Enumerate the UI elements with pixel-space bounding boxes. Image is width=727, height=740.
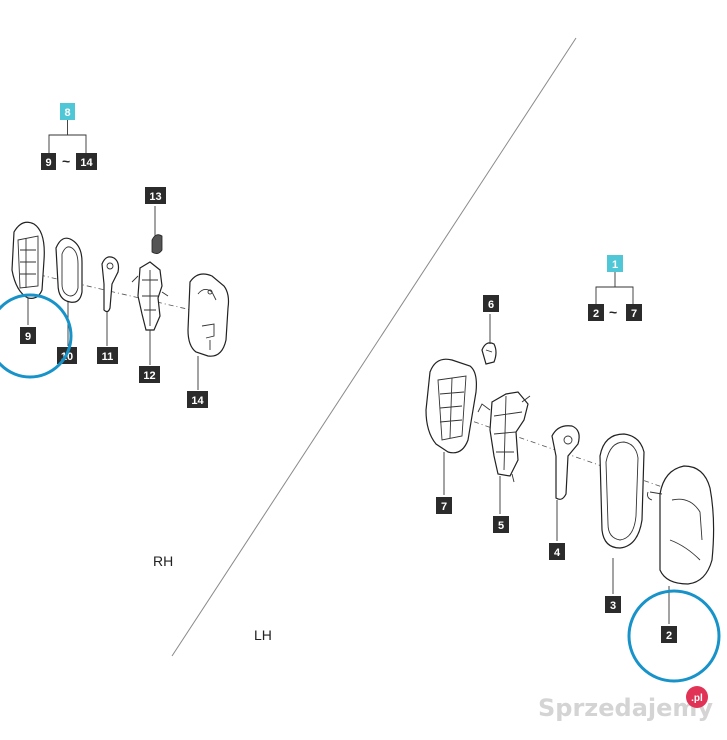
svg-text:12: 12: [143, 370, 155, 382]
highlight-circle-part-2: [627, 589, 721, 683]
part-6-clip: [481, 342, 497, 365]
section-divider-line: [171, 37, 577, 657]
svg-text:9: 9: [25, 331, 31, 343]
svg-text:11: 11: [102, 351, 114, 363]
svg-text:1: 1: [612, 259, 618, 271]
assembly-label-8: 8: [60, 103, 75, 120]
part-label-4: 4: [549, 543, 565, 560]
svg-text:2: 2: [666, 630, 672, 642]
watermark-logo: Sprzedajemy .pl: [538, 686, 713, 722]
part-10-gasket: [55, 237, 83, 303]
part-9-bezel-housing: [11, 221, 45, 299]
svg-text:6: 6: [488, 299, 494, 311]
part-label-12: 12: [139, 366, 160, 383]
svg-text:13: 13: [149, 191, 161, 203]
svg-text:9: 9: [45, 157, 51, 169]
part-2-handle: [647, 465, 715, 585]
assembly-bracket-right: [595, 272, 634, 304]
svg-text:8: 8: [64, 107, 70, 119]
part-label-2: 2: [661, 626, 677, 643]
right-assembly-axis: [439, 409, 701, 501]
part-7-housing: [425, 358, 477, 454]
right-assembly-group: 1 2 ~ 7: [425, 255, 721, 683]
part-label-7: 7: [436, 497, 452, 514]
watermark-badge-icon: [686, 686, 708, 708]
highlight-circle-part-9: [0, 293, 73, 379]
svg-text:5: 5: [498, 520, 504, 532]
svg-text:7: 7: [441, 501, 447, 513]
part-4-lever: [551, 425, 580, 500]
part-11-lever: [101, 256, 120, 313]
part-label-9: 9: [20, 327, 36, 344]
assembly-label-1: 1: [607, 255, 623, 272]
part-label-5: 5: [493, 516, 509, 533]
range-separator-left: ~: [62, 153, 70, 169]
part-label-11: 11: [97, 347, 118, 364]
svg-text:2: 2: [593, 308, 599, 320]
part-12-latch-mechanism: [131, 261, 169, 331]
svg-text:7: 7: [631, 308, 637, 320]
range-separator-right: ~: [609, 304, 617, 320]
watermark-brand-text: Sprzedajemy: [538, 694, 713, 722]
left-assembly-group: 8 9 ~ 14: [0, 103, 230, 408]
watermark-badge-text: .pl: [691, 693, 703, 704]
part-label-6: 6: [483, 295, 499, 312]
svg-text:14: 14: [191, 395, 204, 407]
part-14-cover-plate: [187, 273, 230, 357]
part-3-gasket: [599, 433, 645, 549]
svg-text:14: 14: [80, 157, 93, 169]
part-label-14: 14: [187, 391, 208, 408]
side-label-rh: RH: [153, 553, 173, 569]
range-label-9: 9: [41, 153, 56, 170]
range-label-14: 14: [76, 153, 97, 170]
part-5-latch-mechanism: [477, 391, 531, 483]
range-label-2: 2: [588, 304, 604, 321]
side-label-lh: LH: [254, 627, 272, 643]
assembly-bracket-left: [48, 120, 87, 153]
range-label-7: 7: [626, 304, 642, 321]
part-label-13: 13: [145, 187, 166, 204]
svg-text:3: 3: [610, 600, 616, 612]
svg-text:4: 4: [554, 547, 561, 559]
part-13-clip: [151, 234, 163, 254]
part-label-3: 3: [605, 596, 621, 613]
